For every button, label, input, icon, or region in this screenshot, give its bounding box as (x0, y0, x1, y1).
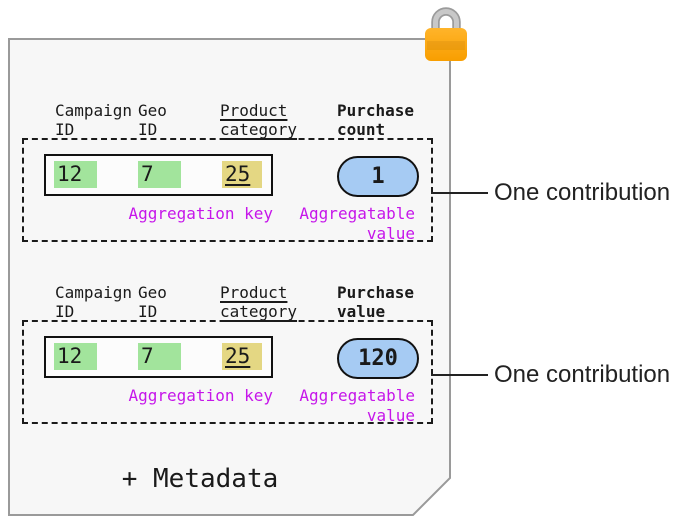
one-contribution-label: One contribution (494, 179, 671, 206)
key-cell-campaign-id: 12 (54, 343, 97, 370)
column-header-geo-id: Geo ID (138, 101, 167, 139)
annotation-connector-line (431, 374, 488, 376)
aggregatable-value-pill: 1 (337, 156, 419, 197)
contribution-boundary (22, 320, 433, 424)
header-line: value (337, 302, 386, 321)
one-contribution-label: One contribution (494, 361, 671, 388)
header-line: ID (55, 120, 75, 139)
lock-icon (425, 7, 467, 61)
header-line: ID (138, 120, 158, 139)
aggregation-key-label: Aggregation key (128, 204, 274, 223)
column-header-geo-id: Geo ID (138, 283, 167, 321)
header-line: Purchase (337, 101, 415, 120)
aggregatable-value-label: Aggregatable value (293, 386, 415, 426)
value-label-line: value (366, 224, 415, 243)
header-line: Purchase (337, 283, 415, 302)
column-header-purchase-count: Purchase count (337, 101, 414, 139)
column-header-purchase-value: Purchase value (337, 283, 414, 321)
value-label-line: Aggregatable (299, 386, 415, 405)
key-cell-geo-id: 7 (138, 343, 181, 370)
header-line: ID (55, 302, 75, 321)
header-line: category (220, 120, 298, 139)
header-line: category (220, 302, 298, 321)
aggregation-key-box: 12 7 25 (44, 336, 273, 378)
header-line: Geo (138, 283, 167, 302)
header-line: Campaign (55, 101, 133, 120)
contribution-boundary (22, 138, 433, 242)
value-label-line: Aggregatable (299, 204, 415, 223)
annotation-connector-line (431, 192, 488, 194)
column-header-campaign-id: Campaign ID (55, 283, 132, 321)
header-line: ID (138, 302, 158, 321)
aggregatable-value-pill: 120 (337, 338, 419, 379)
column-header-product-category: Product category (220, 283, 297, 321)
header-line: Geo (138, 101, 167, 120)
key-cell-geo-id: 7 (138, 161, 181, 188)
contribution-record-2: Campaign ID Geo ID Product category Purc… (0, 283, 700, 465)
header-line: Campaign (55, 283, 133, 302)
header-line: count (337, 120, 386, 139)
column-header-campaign-id: Campaign ID (55, 101, 132, 139)
key-cell-campaign-id: 12 (54, 161, 97, 188)
value-label-line: value (366, 406, 415, 425)
key-cell-product-category: 25 (222, 161, 262, 188)
contribution-record-1: Campaign ID Geo ID Product category Purc… (0, 101, 700, 283)
aggregation-key-label: Aggregation key (128, 386, 274, 405)
key-cell-product-category: 25 (222, 343, 262, 370)
aggregation-key-box: 12 7 25 (44, 154, 273, 196)
column-header-product-category: Product category (220, 101, 297, 139)
metadata-label: + Metadata (121, 464, 279, 494)
header-line: Product (220, 283, 288, 302)
header-line: Product (220, 101, 288, 120)
aggregatable-value-label: Aggregatable value (293, 204, 415, 244)
